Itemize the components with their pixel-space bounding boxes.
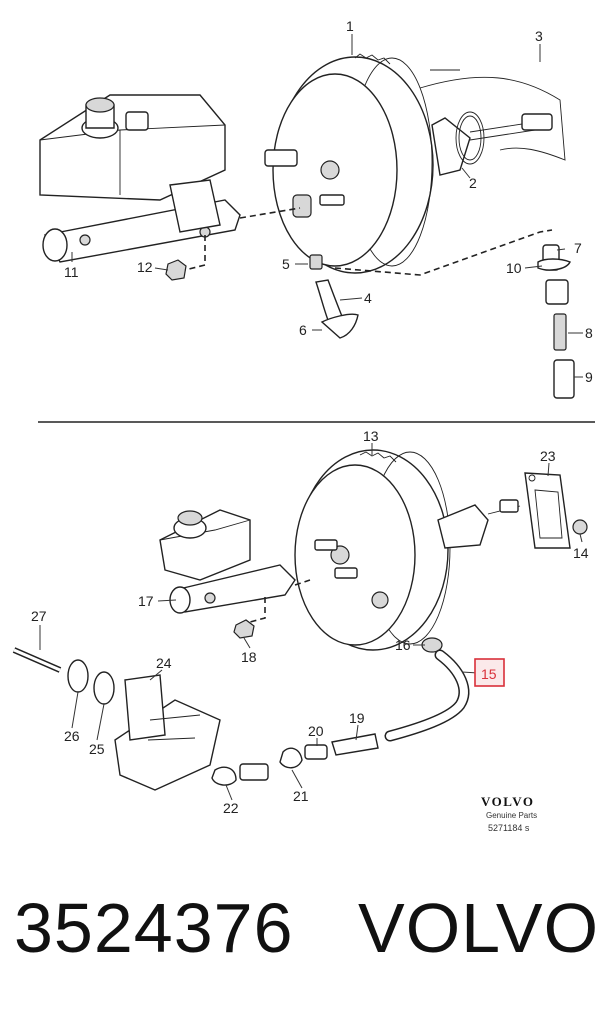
vacuum-hose: [384, 649, 470, 742]
master-cylinder-top: [39, 94, 301, 281]
callout-10: 10: [506, 260, 522, 276]
callout-1: 1: [346, 18, 354, 34]
callout-15: 15: [481, 666, 497, 682]
callout-20: 20: [308, 723, 324, 739]
callout-24: 24: [156, 655, 172, 671]
callout-18: 18: [241, 649, 257, 665]
callout-6: 6: [299, 322, 307, 338]
callout-23: 23: [540, 448, 556, 464]
callout-17: 17: [138, 593, 154, 609]
callout-7: 7: [574, 240, 582, 256]
callout-27: 27: [31, 608, 47, 624]
callout-14: 14: [573, 545, 589, 561]
volvo-genuine-parts-logo: VOLVO Genuine Parts 5271184 s: [481, 794, 537, 833]
callout-11: 11: [64, 264, 79, 280]
logo-brand: VOLVO: [481, 794, 534, 809]
callout-3: 3: [535, 28, 543, 44]
master-cylinder-bottom: [159, 509, 311, 639]
hose-fittings: [211, 733, 379, 786]
footer: [0, 850, 609, 1018]
callout-4: 4: [364, 290, 372, 306]
check-valve-detail: [334, 229, 575, 399]
highlight-box: [474, 658, 505, 687]
brake-booster-top: [264, 53, 566, 339]
callout-21: 21: [293, 788, 309, 804]
callout-8: 8: [585, 325, 593, 341]
brand-name: VOLVO: [358, 889, 600, 967]
parts-diagram: 1 2 3 4 5 6 7 8 9 10 11 12 13 14 16 17 1…: [12, 18, 595, 833]
callout-9: 9: [585, 369, 593, 385]
callout-19: 19: [349, 710, 365, 726]
callout-5: 5: [282, 256, 290, 272]
callout-25: 25: [89, 741, 105, 757]
callout-13: 13: [363, 428, 379, 444]
callout-22: 22: [223, 800, 239, 816]
logo-subtitle: Genuine Parts: [486, 811, 537, 820]
vacuum-pump: [12, 647, 221, 791]
part-number: 3524376: [14, 889, 294, 967]
leader-lines: [39, 34, 583, 801]
callout-26: 26: [64, 728, 80, 744]
brake-booster-bottom: [294, 449, 521, 653]
callout-labels: 1 2 3 4 5 6 7 8 9 10 11 12 13 14 16 17 1…: [31, 18, 593, 816]
logo-code: 5271184 s: [488, 823, 530, 833]
callout-2: 2: [469, 175, 477, 191]
callout-16: 16: [395, 637, 411, 653]
gasket-plate: [524, 472, 588, 549]
callout-12: 12: [137, 259, 153, 275]
